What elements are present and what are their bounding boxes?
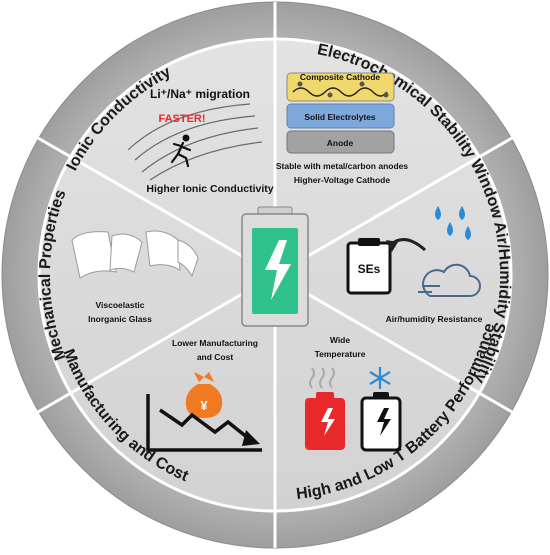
- highlow-caption-2: Temperature: [315, 349, 366, 359]
- manufacturing-caption-1: Lower Manufacturing: [172, 338, 258, 348]
- divider-bottom-left: [37, 273, 276, 414]
- declining-chart-icon: [146, 394, 262, 452]
- divider-top-left: [37, 136, 276, 277]
- water-drops-icon: [435, 206, 471, 240]
- hot-battery-icon: [305, 392, 345, 450]
- anode-layer: [286, 130, 395, 154]
- mechanical-caption-2: Inorganic Glass: [88, 314, 152, 324]
- highlow-sector: Wide Temperature: [305, 335, 402, 452]
- snowflake-icon: [369, 367, 391, 389]
- cloud-wind-icon: [418, 263, 481, 297]
- anode-label: Anode: [327, 138, 354, 148]
- electrochem-caption-2: Higher-Voltage Cathode: [294, 175, 390, 185]
- electrolyte-label: Solid Electrolytes: [304, 112, 376, 122]
- air-caption: Air/humidity Resistance: [386, 314, 483, 324]
- mechanical-sector: Viscoelastic Inorganic Glass: [71, 230, 199, 324]
- air-sector: SEs Air/humidity Resistance: [346, 206, 483, 324]
- highlow-caption-1: Wide: [330, 335, 351, 345]
- heat-waves-icon: [309, 367, 335, 389]
- manufacturing-caption-2: and Cost: [197, 352, 234, 362]
- cathode-label: Composite Cathode: [300, 72, 381, 82]
- center-battery-icon: [241, 206, 309, 327]
- manufacturing-sector: Lower Manufacturing and Cost ¥: [146, 338, 262, 452]
- electrochem-caption-1: Stable with metal/carbon anodes: [276, 161, 409, 171]
- migration-label: Li⁺/Na⁺ migration: [150, 87, 250, 101]
- clipboard-label: SEs: [358, 262, 381, 276]
- currency-label: ¥: [200, 398, 208, 413]
- speed-lines-icon: [127, 103, 263, 181]
- electrolyte-layer: [286, 103, 395, 129]
- cold-battery-icon: [360, 392, 402, 452]
- lightning-bolt-icon: [265, 240, 291, 300]
- clipboard-icon: SEs: [346, 238, 392, 295]
- electrochem-sector: Composite Cathode Solid Electrolytes Ano…: [276, 72, 409, 185]
- money-bag-icon: ¥: [185, 372, 223, 418]
- ionic-caption: Higher Ionic Conductivity: [146, 183, 273, 195]
- cathode-particles-icon: [292, 87, 388, 97]
- divider-bottom-right: [274, 273, 513, 414]
- ionic-sector: Li⁺/Na⁺ migration FASTER! Higher Ionic C…: [127, 87, 274, 195]
- running-man-icon: [170, 134, 192, 168]
- mechanical-caption-1: Viscoelastic: [96, 300, 145, 310]
- divider-top-right: [274, 136, 513, 277]
- faster-label: FASTER!: [158, 113, 205, 125]
- flexible-glass-icon: [71, 230, 199, 279]
- cathode-layer: [286, 72, 395, 102]
